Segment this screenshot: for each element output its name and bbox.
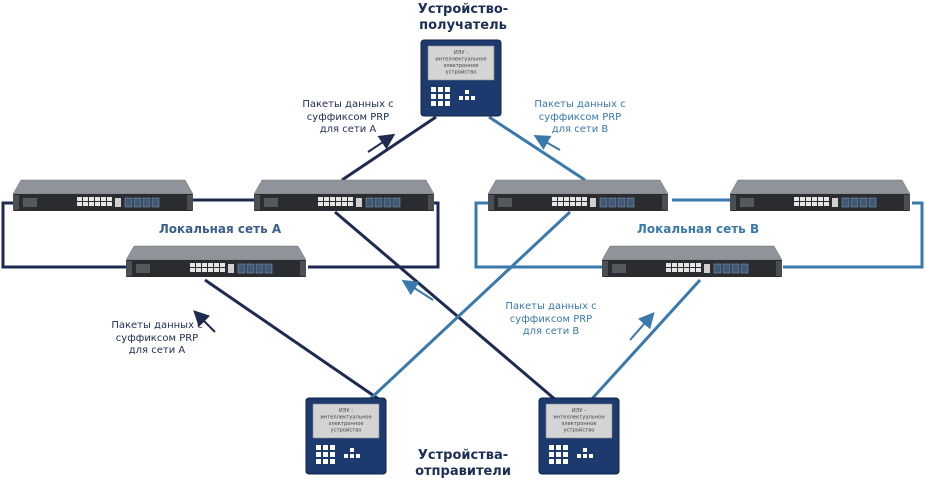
arrow-right-b <box>629 311 655 341</box>
switch-a-right <box>253 179 435 211</box>
receiver-title: Устройство- получатель <box>417 2 509 34</box>
device-screen-text: устройство <box>564 427 595 434</box>
device-screen-text: интеллектуальное <box>553 415 604 421</box>
device-screen-text: интеллектуальное <box>435 57 486 63</box>
device-screen-text: ИЭУ - <box>454 50 468 56</box>
device-screen-text: электронное <box>561 421 596 427</box>
device-screen-text: электронное <box>443 63 478 69</box>
switches <box>12 179 911 277</box>
ied-sender-left: ИЭУ -интеллектуальноеэлектронноеустройст… <box>305 397 387 475</box>
device-screen-text: ИЭУ - <box>572 408 586 414</box>
network-a-label: Локальная сеть А <box>158 222 282 236</box>
network-b-label: Локальная сеть В <box>636 222 760 236</box>
arrow-mid-b <box>401 279 434 301</box>
ied-sender-right: ИЭУ -интеллектуальноеэлектронноеустройст… <box>538 397 620 475</box>
device-screen-text: устройство <box>446 69 477 76</box>
ied-devices: ИЭУ -интеллектуальноеэлектронноеустройст… <box>305 39 620 475</box>
switch-b-bottom <box>601 245 783 277</box>
network-b-links <box>366 115 924 403</box>
arrow-top-b <box>533 135 561 151</box>
switch-a-left <box>12 179 194 211</box>
switch-b-right <box>729 179 911 211</box>
direction-arrows <box>193 133 655 341</box>
arrow-left-a <box>193 310 216 333</box>
device-screen-text: интеллектуальное <box>320 415 371 421</box>
device-screen-text: устройство <box>331 427 362 434</box>
switch-a-bottom <box>125 245 307 277</box>
device-screen-text: ИЭУ - <box>339 408 353 414</box>
ied-receiver: ИЭУ -интеллектуальноеэлектронноеустройст… <box>420 39 502 117</box>
senders-title: Устройства- отправители <box>415 448 511 480</box>
device-screen-text: электронное <box>328 421 363 427</box>
switch-b-left <box>487 179 669 211</box>
arrow-top-a <box>367 133 396 153</box>
